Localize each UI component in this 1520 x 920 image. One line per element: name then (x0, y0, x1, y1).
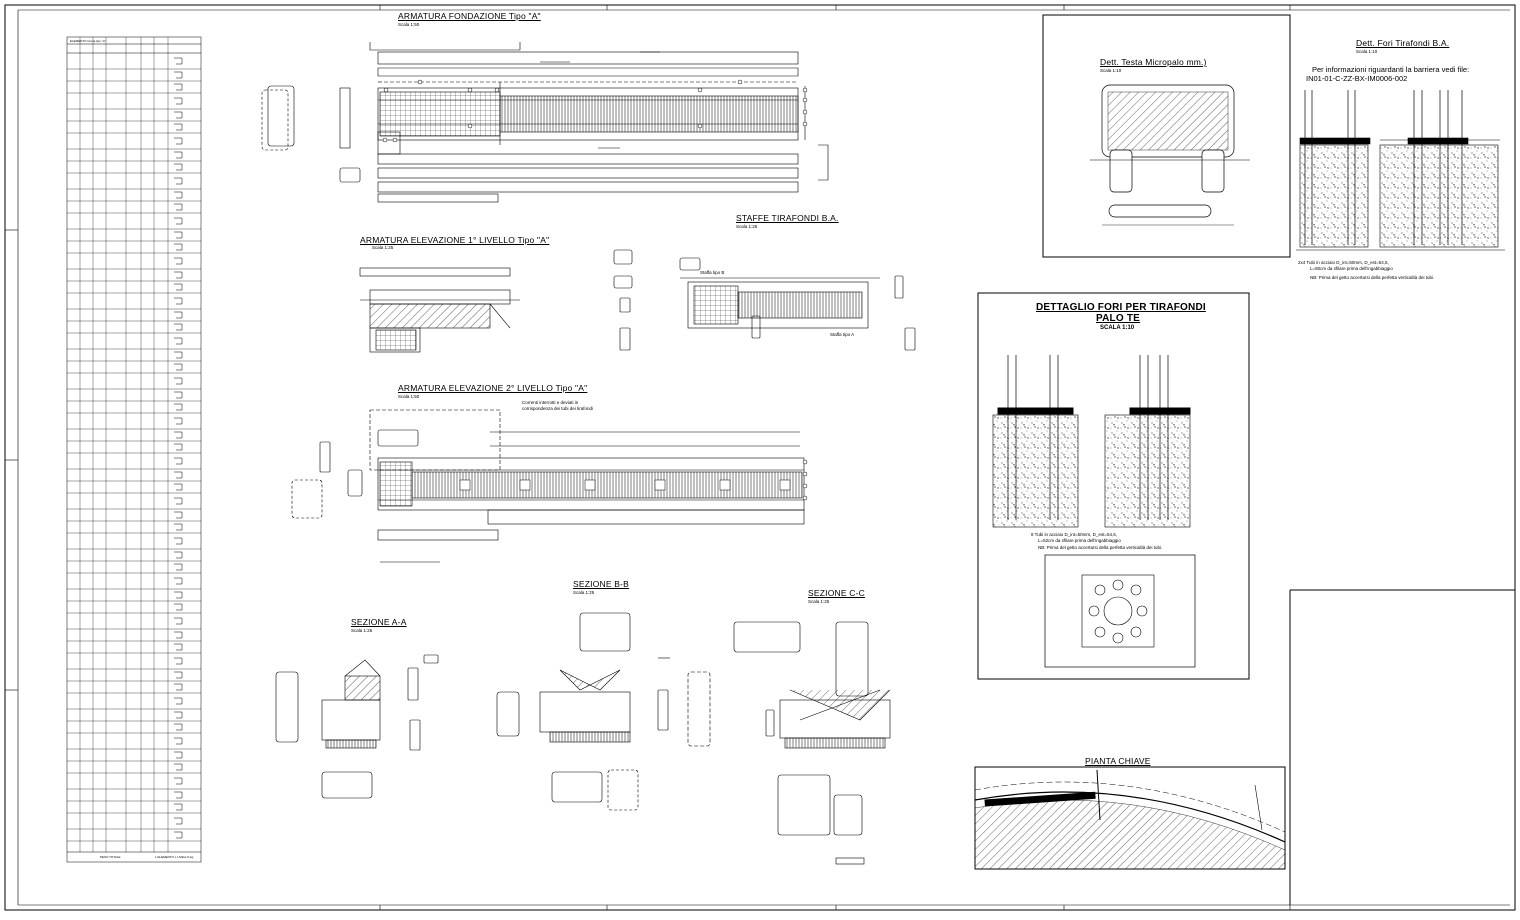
section-bb-drawing (496, 612, 711, 811)
fori-ba-scale: Scala 1:10 (1356, 49, 1378, 54)
fori-ba-tubi-note: 2x4 Tubi in acciaio D_int=50mm, D_est=54… (1298, 260, 1389, 265)
fori-te-tubi-note: 8 Tubi in acciaio D_int=50mm, D_est=54,5… (1031, 532, 1118, 537)
section-aa-title: SEZIONE A-A (351, 617, 407, 627)
fori-te-scale: SCALA 1:10 (1100, 325, 1135, 331)
staffe-drawing (613, 249, 916, 351)
elev1-title: ARMATURA ELEVAZIONE 1° LIVELLO Tipo "A" (360, 235, 550, 245)
pianta-chiave (974, 766, 1286, 870)
micropalo-scale: Scala 1:10 (1100, 68, 1122, 73)
table-header: ELEMENTO Curva tipo "A" (70, 39, 106, 43)
micropalo-detail (1042, 14, 1291, 258)
section-cc-title: SEZIONE C-C (808, 588, 865, 598)
elev2-note-1: Correnti interrotti e deviati in (522, 400, 579, 405)
staffe-scale: Scala 1:25 (736, 224, 758, 229)
fondazione-drawing (261, 42, 829, 203)
section-cc-drawing (733, 621, 891, 865)
fondazione-title: ARMATURA FONDAZIONE Tipo "A" (398, 11, 541, 21)
bar-schedule-rows (67, 37, 201, 852)
fori-te-title: DETTAGLIO FORI PER TIRAFONDI (1036, 302, 1206, 313)
fori-ba-tubi-note-2: L=80cm da sfilare prima dell'ingabbiaggi… (1310, 266, 1393, 271)
fori-ba-detail (1296, 90, 1505, 251)
staffe-title: STAFFE TIRAFONDI B.A. (736, 213, 839, 223)
elev2-scale: Scala 1:50 (398, 394, 420, 399)
section-aa-scale: Scala 1:25 (351, 628, 373, 633)
fondazione-scale: Scala 1:50 (398, 22, 420, 27)
bar-schedule-table (66, 36, 202, 863)
fori-te-nb: NB: Prima del getto accertarsi della per… (1038, 545, 1163, 550)
elev2-note-2: corrispondenza dei tubi dei tirafondi (522, 406, 594, 411)
section-bb-title: SEZIONE B-B (573, 579, 630, 589)
sheet-frame (4, 4, 1516, 911)
elev2-tube-markers (459, 459, 808, 501)
fori-ba-info-1: Per informazioni riguardanti la barriera… (1312, 65, 1470, 74)
staffa-a-label: Staffa tipo A (830, 332, 855, 337)
micropalo-title: Dett. Testa Micropalo mm.) (1100, 57, 1207, 67)
staffa-b-label: Staffa tipo B (700, 270, 725, 275)
fori-ba-title: Dett. Fori Tirafondi B.A. (1356, 38, 1450, 48)
elev2-drawing (291, 409, 805, 563)
section-aa-drawing (275, 654, 439, 799)
fori-te-subtitle: PALO TE (1096, 313, 1140, 324)
table-footer-right: 1 ELEMENTO x LIVELLO kg (155, 855, 194, 859)
elev1-scale: Scala 1:25 (372, 245, 394, 250)
pianta-chiave-title: PIANTA CHIAVE (1085, 756, 1151, 766)
fori-ba-info-2: IN01-01-C-ZZ-BX-IM0006-002 (1306, 74, 1408, 83)
fori-te-holes (1088, 579, 1148, 644)
section-bb-scale: Scala 1:25 (573, 590, 595, 595)
elev1-drawing (359, 267, 520, 353)
table-footer-left: PESO TOTALE (100, 855, 121, 859)
fondazione-markers (382, 79, 808, 143)
section-cc-scale: Scala 1:25 (808, 599, 830, 604)
fori-te-detail (977, 292, 1250, 680)
fori-ba-nb: NB: Prima del getto accertarsi della per… (1310, 275, 1435, 280)
fori-te-tubi-note-2: L=52cm da sfilare prima dell'ingabbiaggi… (1038, 538, 1121, 543)
elev2-title: ARMATURA ELEVAZIONE 2° LIVELLO Tipo "A" (398, 383, 588, 393)
